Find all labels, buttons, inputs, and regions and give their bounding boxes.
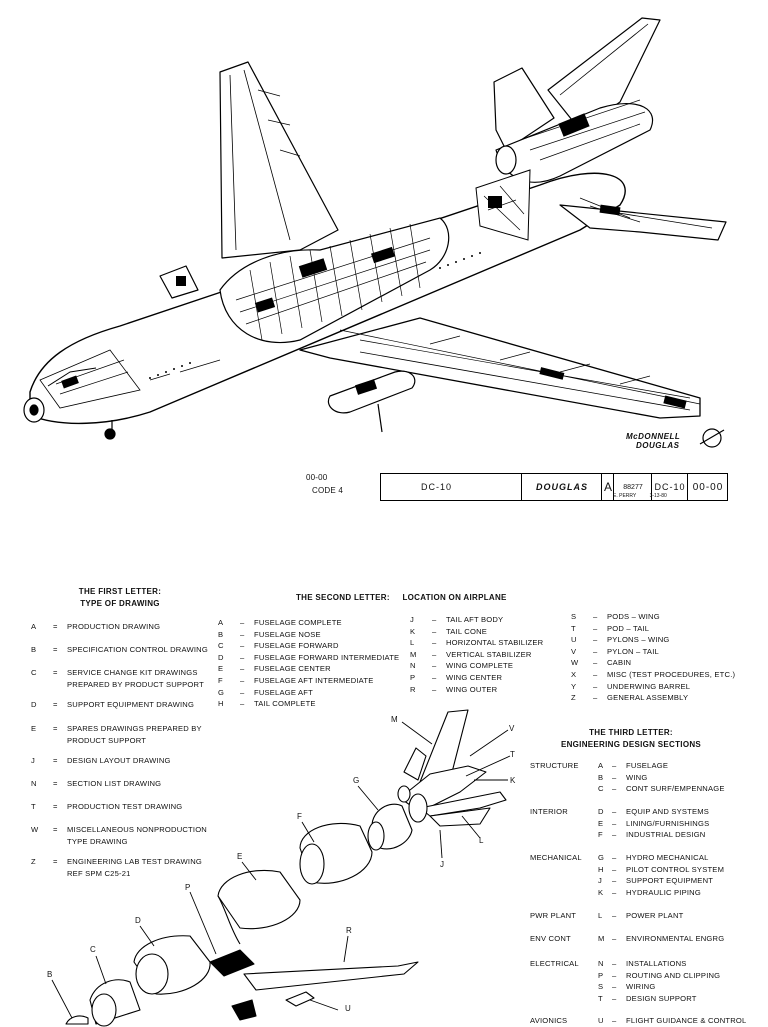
list-item: P–WING CENTER <box>410 672 503 682</box>
list-item: L–HORIZONTAL STABILIZER <box>410 638 544 648</box>
section-label-g: G <box>353 776 360 785</box>
exploded-sections-diagram <box>51 709 511 1027</box>
list-item: D–FUSELAGE FORWARD INTERMEDIATE <box>218 652 400 662</box>
list-item: K–TAIL CONE <box>410 626 488 636</box>
list-item: C–FUSELAGE FORWARD <box>218 641 339 651</box>
first-letter-heading: THE FIRST LETTER: TYPE OF DRAWING <box>60 586 180 610</box>
drawing-title-block: DC-10 DOUGLAS A 88277 DC-10 00-00 E. PER… <box>380 473 728 501</box>
third-letter-subtitle: ENGINEERING DESIGN SECTIONS <box>560 740 702 749</box>
list-item: J–TAIL AFT BODY <box>410 615 504 624</box>
cutaway-airplane-illustration <box>23 17 727 440</box>
list-item: Y–UNDERWING BARREL <box>571 681 691 691</box>
group-name: AVIONICS <box>530 1016 568 1025</box>
second-letter-col-2: J–TAIL AFT BODY K–TAIL CONE L–HORIZONTAL… <box>410 614 543 695</box>
section-label-k: K <box>510 776 516 785</box>
section-label-f: F <box>297 812 303 821</box>
title-block-date: 3-13-80 <box>649 493 667 499</box>
list-item: Z–GENERAL ASSEMBLY <box>571 693 689 703</box>
title-block-size: A <box>603 480 612 494</box>
code-label-2: CODE 4 <box>312 486 343 495</box>
first-letter-subtitle: TYPE OF DRAWING <box>80 599 160 608</box>
list-item: V–PYLON – TAIL <box>571 646 659 656</box>
list-item: N=SECTION LIST DRAWING <box>31 779 162 788</box>
title-block-code-ident: 88277 <box>623 483 643 491</box>
list-item: B–FUSELAGE NOSE <box>218 629 321 639</box>
list-item: J=DESIGN LAYOUT DRAWING <box>31 756 171 765</box>
group-name: ENV CONT <box>530 934 571 943</box>
first-letter-title: THE FIRST LETTER: <box>78 587 162 596</box>
section-label-u: U <box>345 1004 351 1013</box>
section-label-r: R <box>346 926 352 935</box>
code-label-1: 00-00 <box>306 473 328 482</box>
list-item: M–VERTICAL STABILIZER <box>410 649 532 659</box>
section-label-d: D <box>135 916 141 925</box>
logo-line-1: McDONNELL <box>626 432 681 441</box>
list-item: N–WING COMPLETE <box>410 661 514 671</box>
section-label-t: T <box>510 750 516 759</box>
third-letter-title: THE THIRD LETTER: <box>589 728 673 737</box>
list-item: X–MISC (TEST PROCEDURES, ETC.) <box>571 669 736 679</box>
list-item: B=SPECIFICATION CONTROL DRAWING <box>31 645 208 654</box>
section-label-e: E <box>237 852 243 861</box>
title-block-model: DC-10 <box>421 482 453 492</box>
section-label-j: J <box>440 860 445 869</box>
list-item: T=PRODUCTION TEST DRAWING <box>31 802 183 811</box>
group-name: ELECTRICAL <box>530 959 579 968</box>
logo-line-2: DOUGLAS <box>636 441 680 450</box>
second-letter-col-1: A–FUSELAGE COMPLETE B–FUSELAGE NOSE C–FU… <box>218 617 399 710</box>
group-name: INTERIOR <box>530 807 568 816</box>
section-label-b: B <box>47 970 53 979</box>
title-block-dwg-no: 00-00 <box>692 481 724 493</box>
third-letter-heading: THE THIRD LETTER: ENGINEERING DESIGN SEC… <box>556 727 706 751</box>
list-item: F–FUSELAGE AFT INTERMEDIATE <box>218 675 374 685</box>
group-name: PWR PLANT <box>530 911 577 920</box>
list-item: T–POD – TAIL <box>571 623 650 633</box>
logo-emblem-icon <box>699 428 725 448</box>
list-item: S–PODS – WING <box>571 612 660 621</box>
list-item: G–FUSELAGE AFT <box>218 687 313 697</box>
company-logo: McDONNELL DOUGLAS <box>616 426 726 454</box>
list-item: E–FUSELAGE CENTER <box>218 664 331 674</box>
section-label-m: M <box>391 715 398 724</box>
list-item: A–FUSELAGE COMPLETE <box>218 618 342 627</box>
list-item: W–CABIN <box>571 658 632 668</box>
group-name: STRUCTURE <box>530 761 579 770</box>
section-label-c: C <box>90 945 96 954</box>
list-item: U–PYLONS – WING <box>571 635 670 645</box>
list-item: A=PRODUCTION DRAWING <box>31 622 161 631</box>
section-label-l: L <box>479 836 484 845</box>
second-letter-heading: THE SECOND LETTER: LOCATION ON AIRPLANE <box>296 593 507 602</box>
list-item: D=SUPPORT EQUIPMENT DRAWING <box>31 700 195 709</box>
second-letter-col-3: S–PODS – WING T–POD – TAIL U–PYLONS – WI… <box>571 611 735 704</box>
section-label-v: V <box>509 724 515 733</box>
section-label-p: P <box>185 883 191 892</box>
list-item: R–WING OUTER <box>410 684 498 694</box>
list-item: H–TAIL COMPLETE <box>218 699 316 709</box>
group-name: MECHANICAL <box>530 853 582 862</box>
title-block-company: DOUGLAS <box>536 482 588 492</box>
title-block-signer: E. PERRY <box>613 493 637 499</box>
title-block-dwg-model: DC-10 <box>654 482 686 492</box>
